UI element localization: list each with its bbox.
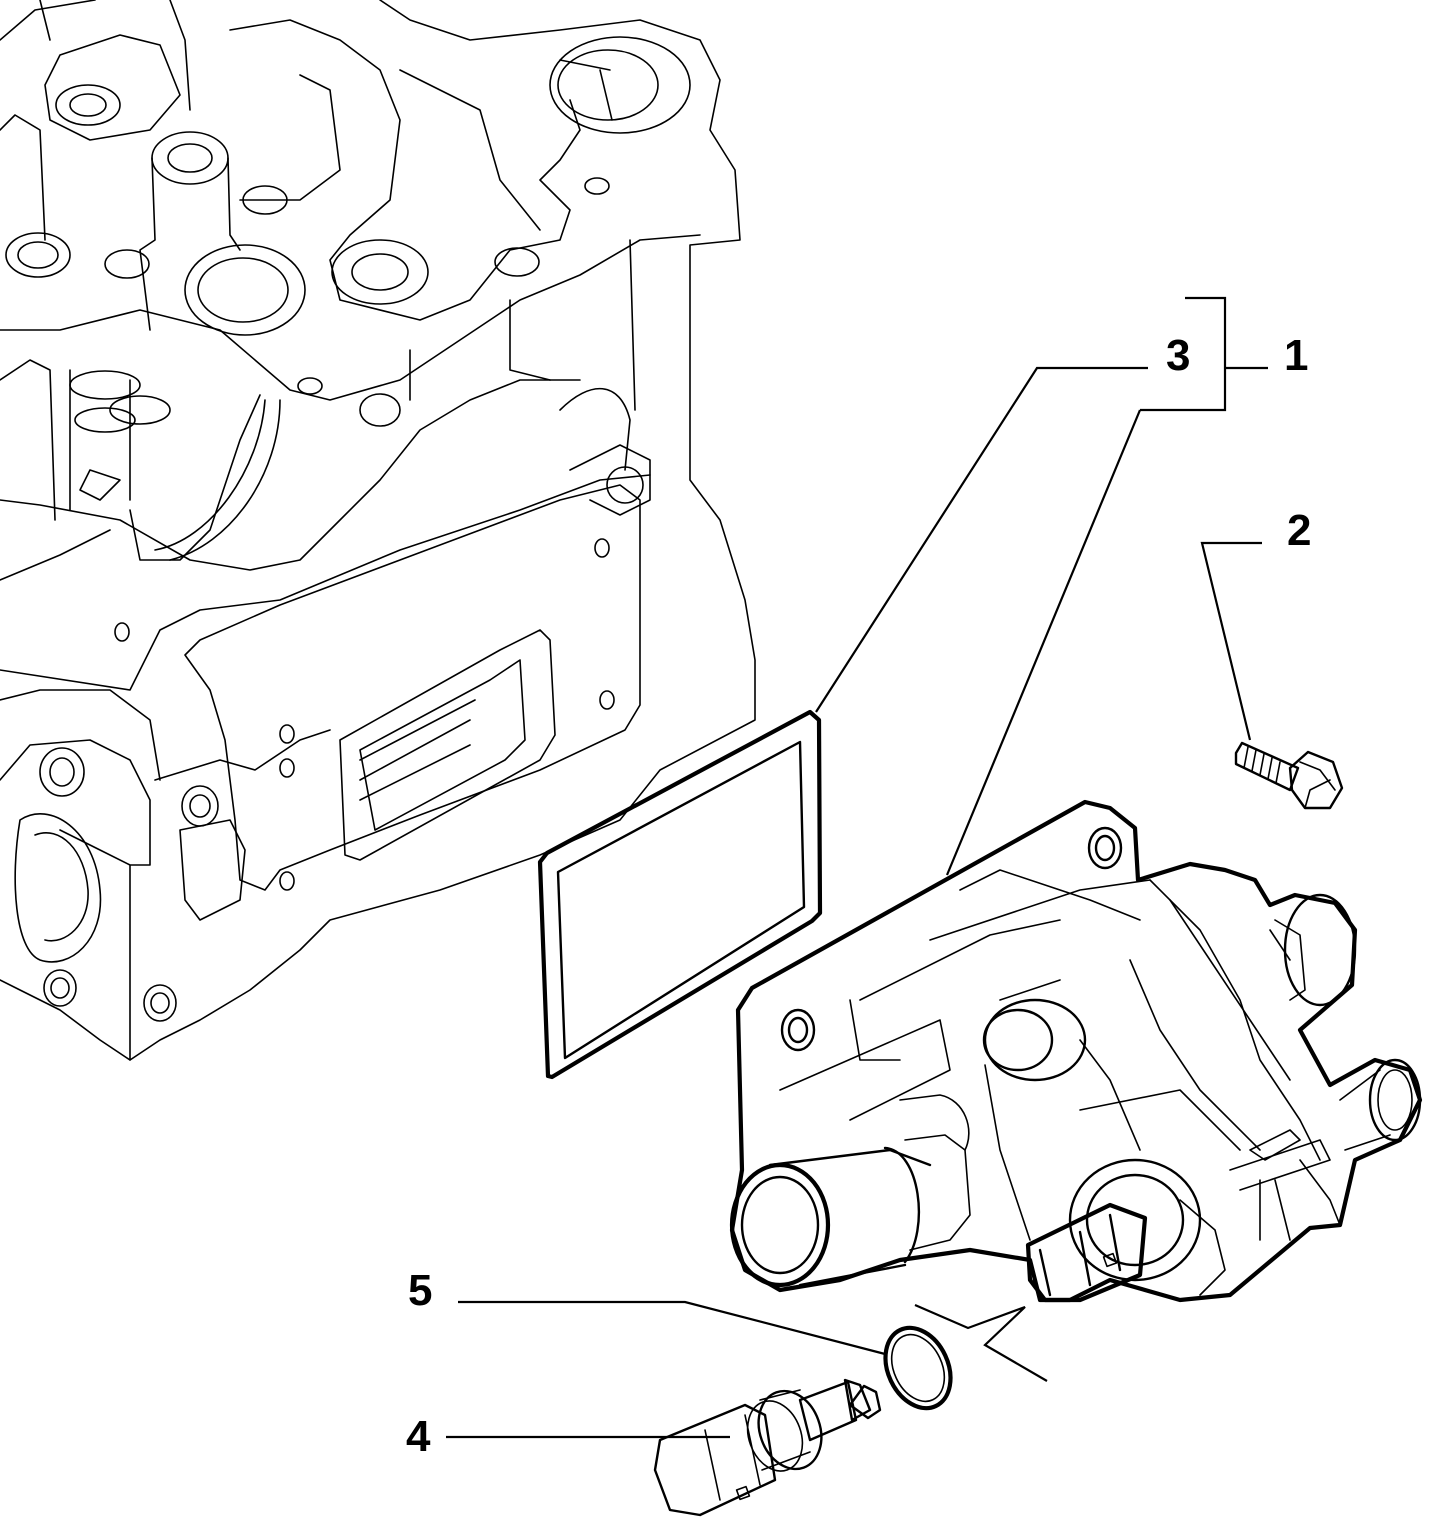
leader-2	[1200, 541, 1262, 741]
callout-3: 3	[1166, 331, 1190, 380]
engine-block	[0, 0, 756, 1061]
callout-5: 5	[408, 1266, 432, 1315]
gasket-part-3	[537, 709, 823, 1080]
callout-4: 4	[406, 1412, 431, 1461]
temperature-sensor-part-4	[653, 1378, 882, 1517]
thermostat-housing-part-1	[729, 799, 1423, 1303]
assembly-arrow	[914, 1303, 1048, 1382]
leader-lines	[446, 296, 1268, 1439]
callout-2: 2	[1287, 506, 1311, 555]
leader-1-to-housing	[945, 409, 1142, 876]
leader-5	[458, 1300, 886, 1356]
bolt-part-2	[1234, 741, 1344, 810]
callout-1: 1	[1284, 331, 1308, 380]
o-ring-part-5	[883, 1325, 953, 1411]
leader-3	[815, 366, 1148, 713]
assembly-bracket	[1140, 296, 1227, 412]
